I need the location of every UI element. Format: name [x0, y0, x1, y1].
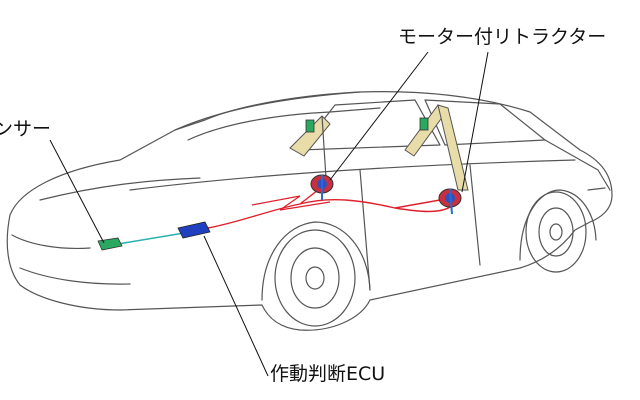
wire-sensor-to-ecu	[111, 231, 191, 246]
wiring-harness	[111, 189, 453, 246]
wire-ecu-to-retractors	[207, 189, 453, 229]
sensor-icon	[97, 237, 123, 251]
rear-belt-anchor	[419, 117, 429, 131]
leader-sensor	[49, 139, 105, 244]
rear-seatbelt	[404, 104, 469, 215]
wire-zigzag	[251, 195, 331, 211]
front-belt-anchor	[305, 119, 315, 133]
front-seatbelt	[289, 115, 334, 200]
leader-retractor-front	[329, 51, 429, 181]
rear-belt-strap	[437, 104, 469, 191]
ecu-icon	[177, 221, 211, 239]
rear-retractor-icon	[438, 188, 462, 215]
sensor-label: ンサー	[0, 118, 52, 140]
leader-lines	[49, 51, 489, 377]
ecu-label: 作動判断ECU	[270, 363, 386, 385]
leader-retractor-rear	[461, 51, 489, 193]
front-belt-vertical	[321, 115, 327, 179]
front-retractor-icon	[310, 174, 334, 200]
leader-ecu	[203, 235, 269, 377]
car-body-outline	[6, 91, 613, 331]
retractor-label: モーター付リトラクター	[398, 26, 607, 48]
